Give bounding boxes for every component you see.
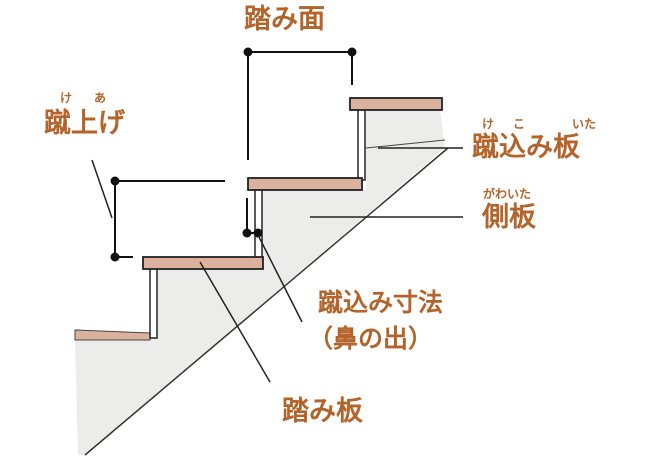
riser-board-ruby-2: こ [513, 117, 526, 131]
riser-height-ruby-2: あ [94, 91, 107, 105]
tread-depth-label: 踏み面 [244, 4, 325, 35]
leader-nosing [257, 234, 303, 323]
tread-board-top [349, 97, 443, 111]
riser-board-label: 蹴込み板 [472, 132, 580, 163]
riser-board-ruby-3: いた [572, 117, 597, 131]
nosing-sub-label: （鼻の出） [308, 324, 434, 353]
nosing-dimension [242, 198, 263, 238]
stringer-label: 側板 [482, 202, 536, 233]
floor-strip [74, 329, 151, 341]
riser-board-top [357, 107, 366, 181]
leader-tread-board [199, 261, 271, 383]
tread-board-label: 踏み板 [282, 396, 363, 427]
riser-height-label: 蹴上げ [44, 108, 125, 139]
riser-height-dimension [110, 176, 225, 262]
leader-riser-height [91, 159, 113, 219]
stringer-ruby: がわいた [483, 187, 532, 201]
nosing-label: 蹴込み寸法 [318, 288, 444, 317]
riser-board-bottom [149, 266, 158, 339]
tread-board-middle [247, 177, 363, 191]
stringer-side-panel [75, 110, 445, 455]
tread-board-bottom [142, 256, 264, 270]
tread-depth-dimension [243, 47, 357, 160]
riser-height-ruby-1: け [60, 91, 73, 105]
riser-board-middle [254, 187, 263, 260]
stringer-bottom-edge [84, 147, 449, 456]
riser-board-ruby-1: け [482, 117, 495, 131]
